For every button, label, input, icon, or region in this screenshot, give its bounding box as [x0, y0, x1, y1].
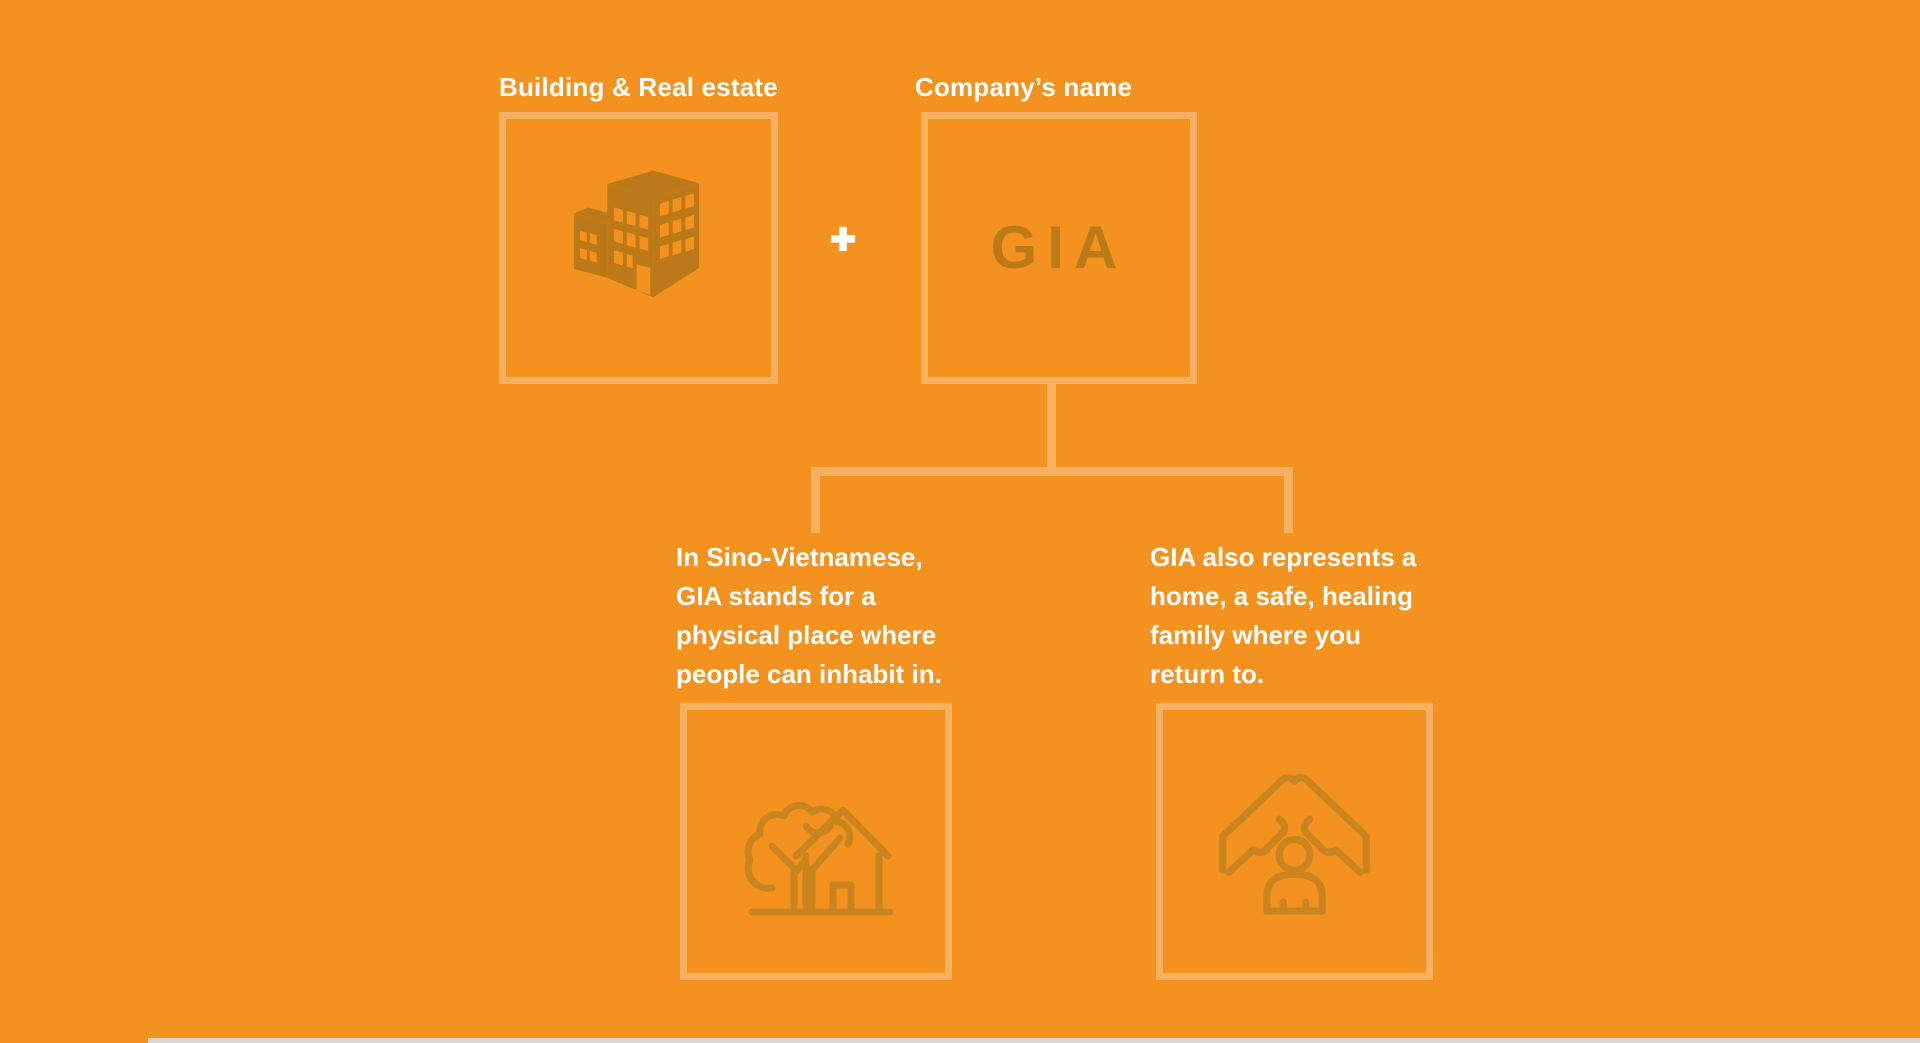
right-branch-text: GIA also represents a home, a safe, heal…: [1150, 542, 1417, 689]
sheltering-hands-icon: [1219, 773, 1370, 915]
connector-stem: [1047, 383, 1056, 467]
company-name-label: Company’s name: [915, 72, 1133, 102]
window-edge-strip: [148, 1038, 1920, 1043]
tree-house-box: [680, 703, 952, 980]
connector-crossbar: [811, 467, 1293, 476]
connector-left-drop: [811, 467, 820, 533]
tree-house-icon: [744, 801, 894, 915]
company-name-box: GIA: [921, 112, 1197, 384]
gia-wordmark: GIA: [990, 214, 1128, 281]
building-box: [499, 112, 778, 384]
plus-icon: +: [818, 211, 868, 267]
building-icon: [574, 170, 699, 297]
building-real-estate-label: Building & Real estate: [499, 72, 778, 102]
connector-right-drop: [1284, 467, 1293, 533]
plus-operator: +: [829, 214, 856, 264]
sheltering-hands-box: [1156, 703, 1433, 980]
left-branch-text: In Sino-Vietnamese, GIA stands for a phy…: [676, 542, 942, 689]
